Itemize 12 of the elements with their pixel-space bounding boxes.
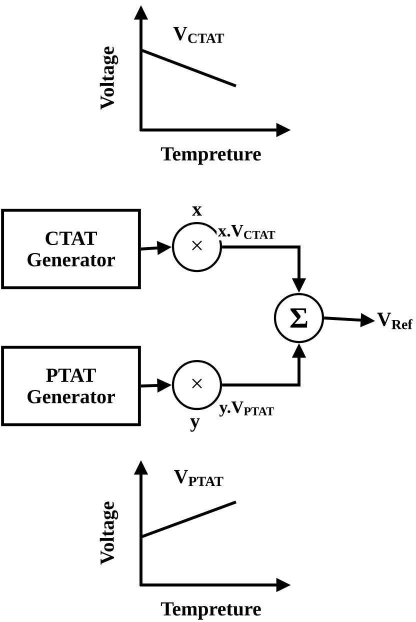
curve-label: V$_{CTAT}$: [173, 26, 224, 44]
coefficient-label: y: [190, 418, 200, 432]
coefficient-label: x: [192, 206, 202, 216]
generator-box: PTAT Generator: [1, 346, 141, 426]
output-label: V$_{Ref}$: [377, 312, 412, 330]
axis-label: Tempreture: [160, 602, 261, 620]
edge-label: x.V$_{CTAT}$: [216, 224, 278, 240]
axis-label: Voltage: [100, 46, 118, 110]
axis-label: Voltage: [100, 502, 118, 565]
axis-label: Tempreture: [160, 147, 261, 165]
generator-box: CTAT Generator: [1, 208, 141, 290]
curve-label: V$_{PTAT}$: [174, 470, 224, 486]
